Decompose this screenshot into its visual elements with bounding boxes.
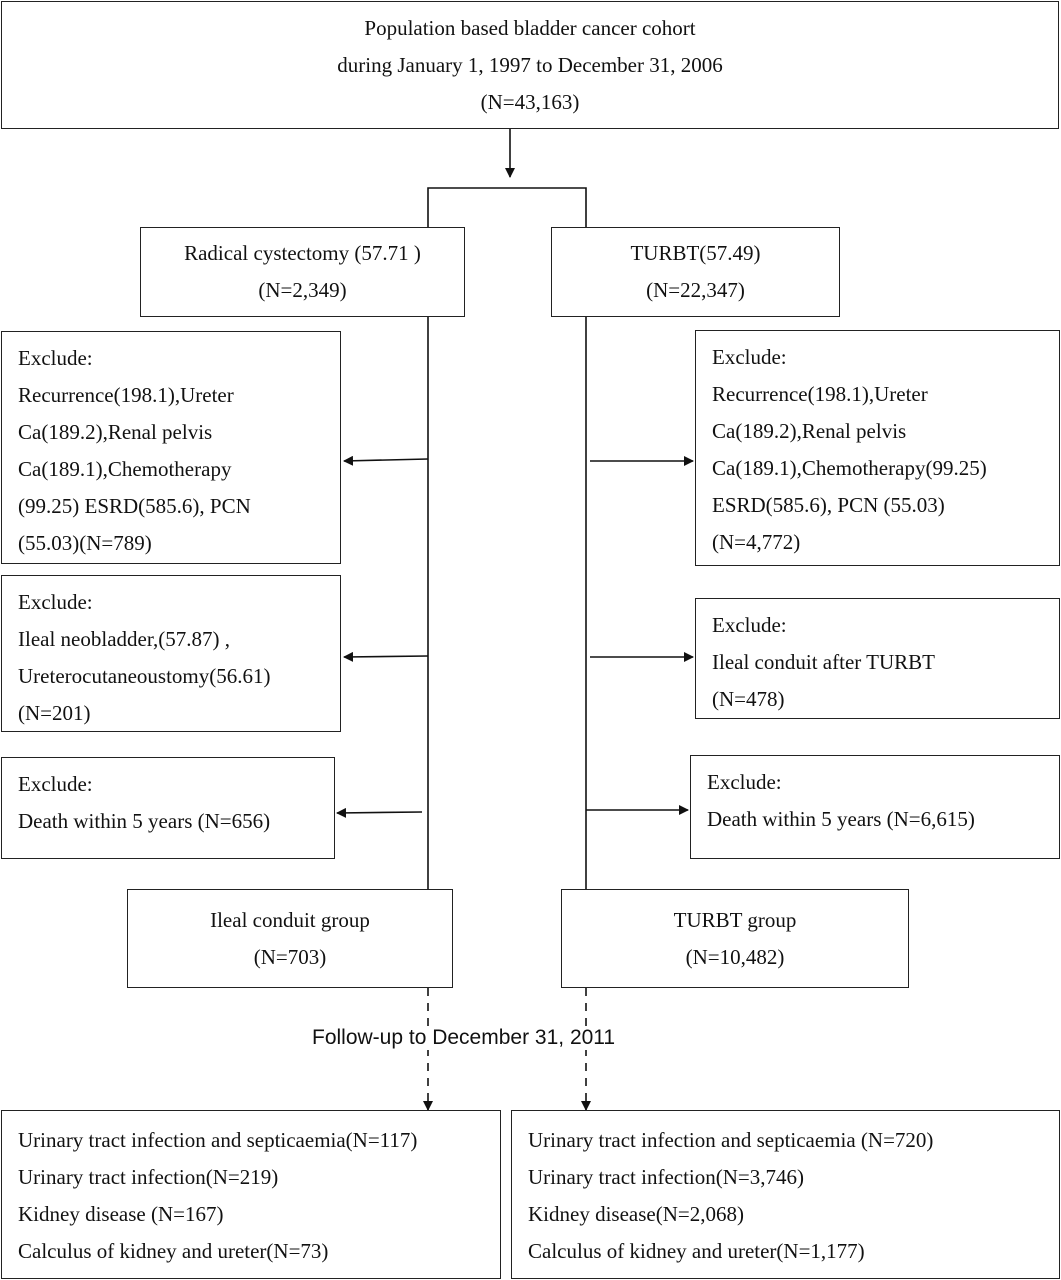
split-bracket (427, 187, 587, 228)
right-exclude1-line: (N=4,772) (712, 530, 801, 554)
radical-cystectomy-box: Radical cystectomy (57.71 ) (N=2,349) (140, 227, 465, 317)
left-outcome-line: Urinary tract infection(N=219) (18, 1165, 279, 1189)
ileal-conduit-group-box: Ileal conduit group (N=703) (127, 889, 453, 988)
cohort-box: Population based bladder cancer cohort d… (1, 1, 1059, 129)
left-exclude2-line: (N=201) (18, 701, 91, 725)
right-exclude2-line: Exclude: (712, 613, 787, 637)
turbt-group-box: TURBT group (N=10,482) (561, 889, 909, 988)
left-outcome-line: Urinary tract infection and septicaemia(… (18, 1128, 418, 1152)
right-outcome-line: Calculus of kidney and ureter(N=1,177) (528, 1239, 865, 1263)
left-outcome-line: Calculus of kidney and ureter(N=73) (18, 1239, 329, 1263)
left-exclude1-box: Exclude: Recurrence(198.1),Ureter Ca(189… (1, 331, 341, 564)
ileal-conduit-group-line1: Ileal conduit group (210, 907, 370, 932)
right-exclude2-line: Ileal conduit after TURBT (712, 650, 935, 674)
ileal-conduit-group-line2: (N=703) (253, 944, 327, 969)
left-exclude3-line: Death within 5 years (N=656) (18, 809, 271, 833)
left-exclude2-arrow (343, 651, 429, 662)
left-exclude2-line: Ileal neobladder,(57.87) , (18, 627, 230, 651)
left-exclude1-arrow (343, 455, 429, 466)
turbt-line2: (N=22,347) (646, 278, 745, 302)
left-exclude3-box: Exclude: Death within 5 years (N=656) (1, 757, 335, 859)
left-exclude2-line: Ureterocutaneoustomy(56.61) (18, 664, 271, 688)
right-exclude2-line: (N=478) (712, 687, 785, 711)
turbt-line1: TURBT(57.49) (630, 241, 761, 265)
turbt-box: TURBT(57.49) (N=22,347) (551, 227, 840, 317)
left-exclude1-line: Ca(189.1),Chemotherapy (18, 457, 232, 481)
right-outcome-line: Urinary tract infection and septicaemia … (528, 1128, 934, 1152)
turbt-group-line2: (N=10,482) (685, 944, 785, 969)
radical-cystectomy-line1: Radical cystectomy (57.71 ) (184, 241, 421, 265)
right-exclude1-line: ESRD(585.6), PCN (55.03) (712, 493, 945, 517)
left-exclude3-arrow (336, 807, 423, 818)
right-exclude1-line: Ca(189.1),Chemotherapy(99.25) (712, 456, 987, 480)
ileal-conduit-outcomes-box: Urinary tract infection and septicaemia(… (1, 1110, 501, 1279)
radical-cystectomy-line2: (N=2,349) (258, 278, 347, 302)
left-exclude3-line: Exclude: (18, 772, 93, 796)
right-exclude3-box: Exclude: Death within 5 years (N=6,615) (690, 755, 1060, 859)
left-exclude2-box: Exclude: Ileal neobladder,(57.87) , Uret… (1, 575, 341, 732)
cohort-line1: Population based bladder cancer cohort (364, 15, 696, 40)
left-exclude1-line: Recurrence(198.1),Ureter (18, 383, 234, 407)
left-outcome-line: Kidney disease (N=167) (18, 1202, 224, 1226)
right-exclude1-line: Exclude: (712, 345, 787, 369)
left-exclude1-line: (55.03)(N=789) (18, 531, 152, 555)
right-outcome-line: Urinary tract infection(N=3,746) (528, 1165, 804, 1189)
right-exclude2-box: Exclude: Ileal conduit after TURBT (N=47… (695, 598, 1060, 719)
cohort-line3: (N=43,163) (480, 89, 580, 114)
left-exclude2-line: Exclude: (18, 590, 93, 614)
right-exclude3-line: Exclude: (707, 770, 782, 794)
right-exclude1-box: Exclude: Recurrence(198.1),Ureter Ca(189… (695, 330, 1060, 566)
left-exclude1-line: Ca(189.2),Renal pelvis (18, 420, 213, 444)
cohort-line2: during January 1, 1997 to December 31, 2… (337, 52, 723, 77)
turbt-group-line1: TURBT group (673, 907, 797, 932)
turbt-outcomes-box: Urinary tract infection and septicaemia … (511, 1110, 1060, 1279)
left-exclude1-line: (99.25) ESRD(585.6), PCN (18, 494, 251, 518)
right-exclude3-line: Death within 5 years (N=6,615) (707, 807, 975, 831)
right-outcome-line: Kidney disease(N=2,068) (528, 1202, 744, 1226)
right-exclude1-line: Recurrence(198.1),Ureter (712, 382, 928, 406)
followup-label: Follow-up to December 31, 2011 (312, 1026, 616, 1050)
left-exclude1-line: Exclude: (18, 346, 93, 370)
right-exclude1-line: Ca(189.2),Renal pelvis (712, 419, 907, 443)
